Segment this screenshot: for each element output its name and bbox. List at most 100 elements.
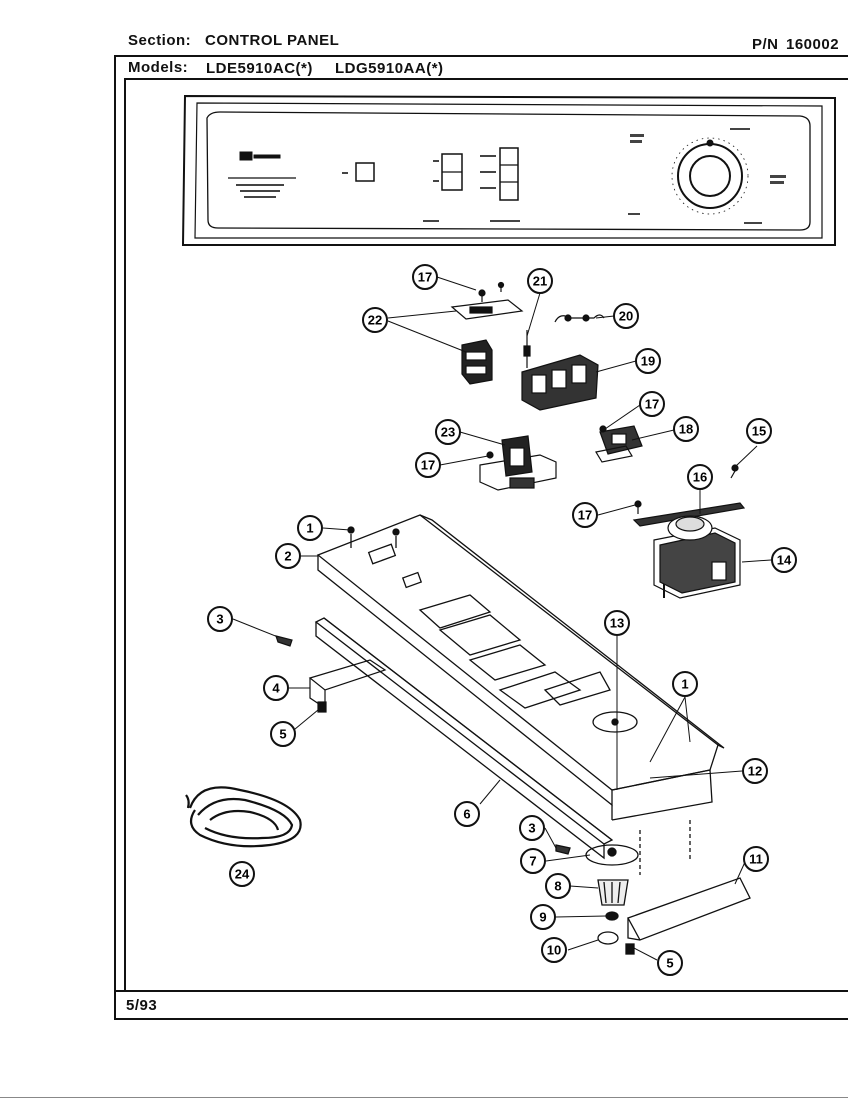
callout-18: 18 bbox=[673, 416, 699, 442]
models-label: Models: bbox=[128, 59, 189, 76]
callout-11: 11 bbox=[743, 846, 769, 872]
switch-23 bbox=[479, 435, 557, 491]
callout-number: 7 bbox=[529, 854, 536, 869]
callout-20: 20 bbox=[613, 303, 639, 329]
callout-number: 20 bbox=[619, 309, 633, 324]
callout-number: 11 bbox=[749, 852, 763, 867]
callout-17: 17 bbox=[572, 502, 598, 528]
callout-number: 5 bbox=[666, 956, 673, 971]
callout-8: 8 bbox=[545, 873, 571, 899]
callout-number: 23 bbox=[441, 425, 455, 440]
callout-13: 13 bbox=[604, 610, 630, 636]
callout-circle bbox=[412, 264, 438, 290]
callout-number: 17 bbox=[645, 397, 659, 412]
callout-number: 17 bbox=[421, 458, 435, 473]
callout-12: 12 bbox=[742, 758, 768, 784]
callout-number: 18 bbox=[679, 422, 693, 437]
callout-number: 17 bbox=[578, 508, 592, 523]
callout-7: 7 bbox=[520, 848, 546, 874]
callout-17: 17 bbox=[412, 264, 438, 290]
callout-24: 24 bbox=[229, 861, 255, 887]
callout-circle bbox=[672, 671, 698, 697]
callout-circle bbox=[263, 675, 289, 701]
callout-17: 17 bbox=[415, 452, 441, 478]
callout-circle bbox=[435, 419, 461, 445]
callout-circle bbox=[519, 815, 545, 841]
callout-circle bbox=[275, 543, 301, 569]
header-rule bbox=[114, 55, 848, 57]
callout-number: 1 bbox=[306, 521, 313, 536]
footer-bottom-rule bbox=[114, 1018, 848, 1020]
callout-number: 15 bbox=[752, 424, 766, 439]
switch-bank-19 bbox=[521, 314, 605, 411]
callout-number: 3 bbox=[216, 612, 223, 627]
callout-circle bbox=[207, 606, 233, 632]
control-panel-fascia bbox=[181, 94, 836, 246]
callout-number: 17 bbox=[418, 270, 432, 285]
callout-2: 2 bbox=[275, 543, 301, 569]
callout-16: 16 bbox=[687, 464, 713, 490]
model-2: LDG5910AA(*) bbox=[335, 60, 444, 77]
callout-circle bbox=[635, 348, 661, 374]
callout-22: 22 bbox=[362, 307, 388, 333]
callout-5: 5 bbox=[657, 950, 683, 976]
callout-number: 24 bbox=[235, 867, 250, 882]
callout-number: 9 bbox=[539, 910, 546, 925]
callout-5: 5 bbox=[270, 721, 296, 747]
callout-number: 14 bbox=[777, 553, 792, 568]
callout-number: 4 bbox=[272, 681, 280, 696]
front-rail-6 bbox=[314, 617, 614, 860]
callout-23: 23 bbox=[435, 419, 461, 445]
callout-number: 16 bbox=[693, 470, 707, 485]
callout-circle bbox=[229, 861, 255, 887]
callout-15: 15 bbox=[746, 418, 772, 444]
callout-6: 6 bbox=[454, 801, 480, 827]
callout-4: 4 bbox=[263, 675, 289, 701]
knob-assembly bbox=[555, 820, 751, 955]
callout-number: 6 bbox=[463, 807, 470, 822]
callout-9: 9 bbox=[530, 904, 556, 930]
callout-number: 3 bbox=[528, 821, 535, 836]
callout-10: 10 bbox=[541, 937, 567, 963]
callout-circle bbox=[454, 801, 480, 827]
inner-left-border bbox=[124, 78, 126, 990]
callout-circle bbox=[297, 515, 323, 541]
page-edge-rule bbox=[0, 1097, 848, 1098]
callout-3: 3 bbox=[519, 815, 545, 841]
end-bracket-4 bbox=[275, 635, 387, 713]
models-rule bbox=[124, 78, 848, 80]
callout-number: 2 bbox=[284, 549, 291, 564]
callout-number: 8 bbox=[554, 879, 561, 894]
callout-number: 12 bbox=[748, 764, 762, 779]
section-value: CONTROL PANEL bbox=[205, 32, 340, 49]
callout-number: 1 bbox=[681, 677, 688, 692]
timer-14 bbox=[632, 464, 746, 599]
callout-1: 1 bbox=[297, 515, 323, 541]
callout-circle bbox=[743, 846, 769, 872]
footer-top-rule bbox=[114, 990, 848, 992]
callout-circle bbox=[545, 873, 571, 899]
callout-circle bbox=[746, 418, 772, 444]
callout-number: 10 bbox=[547, 943, 561, 958]
model-1: LDE5910AC(*) bbox=[206, 60, 313, 77]
callout-circle bbox=[572, 502, 598, 528]
footer-date: 5/93 bbox=[126, 997, 158, 1014]
callout-number: 13 bbox=[610, 616, 624, 631]
callout-circle bbox=[520, 848, 546, 874]
callout-circle bbox=[639, 391, 665, 417]
callout-circle bbox=[673, 416, 699, 442]
outer-left-border bbox=[114, 55, 116, 1020]
callout-number: 21 bbox=[533, 274, 547, 289]
console-bracket-2 bbox=[316, 514, 725, 821]
callout-circle bbox=[613, 303, 639, 329]
bracket-assembly-22 bbox=[450, 281, 524, 385]
part-number-label: P/N bbox=[752, 36, 779, 53]
callout-3: 3 bbox=[207, 606, 233, 632]
callout-number: 5 bbox=[279, 727, 286, 742]
wire-harness-24 bbox=[185, 786, 302, 848]
callout-19: 19 bbox=[635, 348, 661, 374]
callout-circle bbox=[687, 464, 713, 490]
callout-circle bbox=[657, 950, 683, 976]
callout-circle bbox=[541, 937, 567, 963]
part-number-value: 160002 bbox=[786, 36, 840, 53]
